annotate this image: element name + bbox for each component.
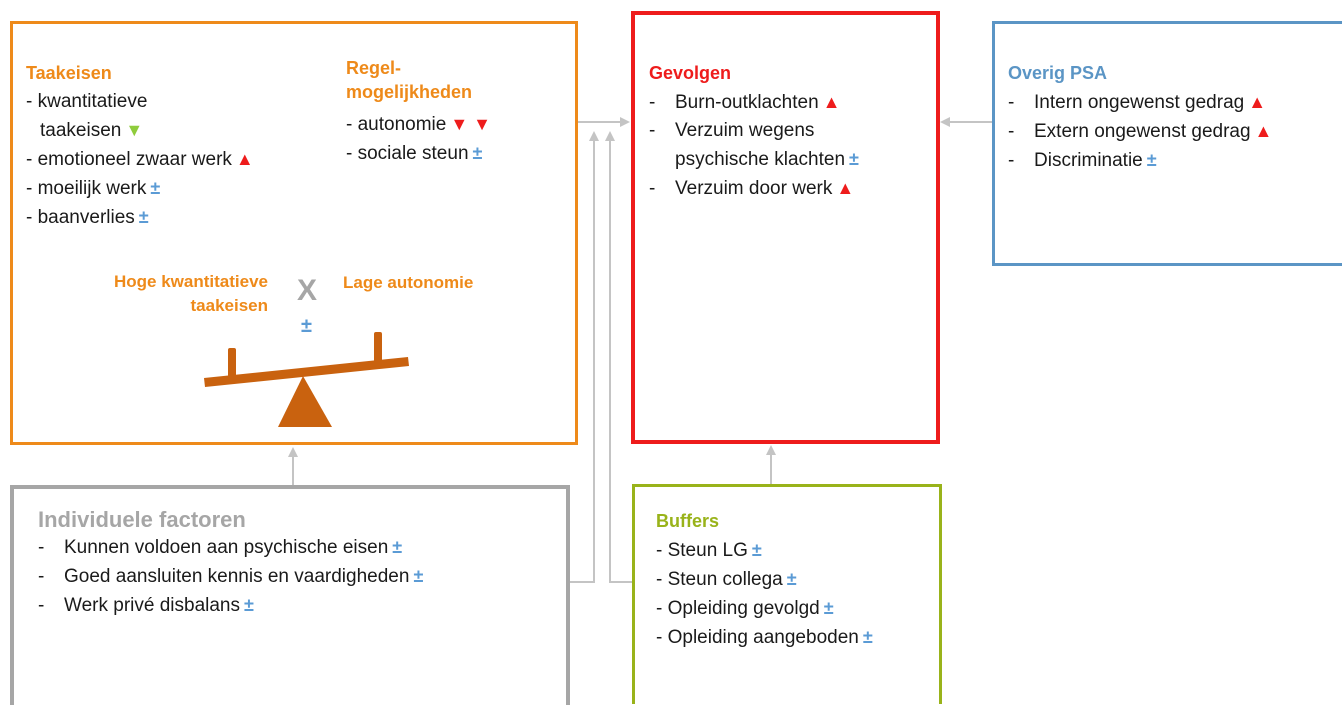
up-triangle-icon: ▲ [1248, 92, 1267, 112]
list-item: -Discriminatie± [1008, 150, 1157, 171]
up-triangle-icon: ▲ [1254, 121, 1273, 141]
plus-minus-icon: ± [751, 540, 762, 560]
regel-title: Regel- mogelijkheden [346, 56, 472, 104]
regel-title-line2: mogelijkheden [346, 82, 473, 102]
seesaw-left-post [228, 348, 236, 382]
list-item: - Opleiding aangeboden± [656, 627, 873, 648]
regel-list: - autonomie▼ ▼ - sociale steun± [346, 110, 491, 168]
regel-title-line1: Regel- [346, 58, 402, 78]
interaction-right-label: Lage autonomie [343, 273, 474, 292]
plus-minus-icon: ± [472, 143, 483, 163]
overig-title: Overig PSA [1008, 63, 1108, 83]
list-item: -Verzuim wegens [649, 120, 815, 141]
buffers-list: - Steun LG± - Steun collega± - Opleiding… [656, 536, 873, 652]
list-item: - autonomie▼ ▼ [346, 114, 491, 135]
list-item: -Intern ongewenst gedrag▲ [1008, 92, 1267, 113]
overig-box [992, 21, 1342, 266]
individueel-title: Individuele factoren [38, 507, 246, 532]
interaction-left-label: Hoge kwantitatieve taakeisen [114, 272, 268, 315]
up-triangle-icon: ▲ [822, 92, 841, 112]
list-item: - baanverlies± [26, 207, 149, 228]
plus-minus-icon: ± [301, 315, 312, 337]
list-item: - emotioneel zwaar werk▲ [26, 149, 254, 170]
list-item: -Kunnen voldoen aan psychische eisen± [38, 537, 403, 558]
plus-minus-icon: ± [1146, 150, 1157, 170]
arrow-buffers-to-gevolgen [605, 131, 632, 583]
connector-arrows [288, 117, 992, 583]
list-item: - Steun collega± [656, 569, 797, 590]
list-item: -Verzuim door werk▲ [649, 178, 855, 199]
gevolgen-box [631, 11, 940, 444]
list-item: - sociale steun± [346, 143, 483, 164]
interaction-times-symbol: X [297, 274, 318, 307]
list-item: - Opleiding gevolgd± [656, 598, 834, 619]
buffers-box [632, 484, 942, 704]
plus-minus-icon: ± [150, 178, 161, 198]
plus-minus-icon: ± [392, 537, 403, 557]
individueel-box [10, 485, 570, 705]
down-triangle-icon: ▼ ▼ [450, 114, 491, 134]
gevolgen-title: Gevolgen [649, 63, 732, 83]
plus-minus-icon: ± [823, 598, 834, 618]
gevolgen-list: -Burn-outklachten▲ -Verzuim wegens psych… [649, 88, 859, 203]
list-item: taakeisen▼ [40, 120, 144, 141]
overig-list: -Intern ongewenst gedrag▲ -Extern ongewe… [1008, 88, 1272, 175]
arrow-individueel-to-gevolgen [570, 131, 599, 583]
list-item: -Extern ongewenst gedrag▲ [1008, 121, 1273, 142]
up-triangle-icon: ▲ [235, 149, 254, 169]
list-item: - kwantitatieve [26, 91, 148, 112]
buffers-title: Buffers [656, 511, 720, 531]
plus-minus-icon: ± [413, 566, 424, 586]
list-item: psychische klachten± [675, 149, 859, 170]
seesaw-icon [204, 332, 409, 427]
list-item: -Burn-outklachten▲ [649, 92, 841, 113]
list-item: - Steun LG± [656, 540, 762, 561]
plus-minus-icon: ± [244, 595, 254, 615]
seesaw-fulcrum [278, 376, 332, 427]
plus-minus-icon: ± [862, 627, 873, 647]
list-item: -Goed aansluiten kennis en vaardigheden± [38, 566, 424, 587]
seesaw-right-post [374, 332, 382, 362]
taakeisen-list: - kwantitatieve taakeisen▼ - emotioneel … [26, 88, 254, 232]
seesaw-beam [204, 357, 409, 387]
plus-minus-icon: ± [849, 149, 859, 169]
down-triangle-icon: ▼ [125, 120, 144, 140]
taakeisen-title: Taakeisen [26, 63, 112, 83]
list-item: -Werk privé disbalans± [38, 595, 254, 616]
plus-minus-icon: ± [786, 569, 797, 589]
up-triangle-icon: ▲ [836, 178, 855, 198]
list-item: - moeilijk werk± [26, 178, 161, 199]
individueel-list: -Kunnen voldoen aan psychische eisen± -G… [38, 533, 423, 620]
plus-minus-icon: ± [138, 207, 149, 227]
